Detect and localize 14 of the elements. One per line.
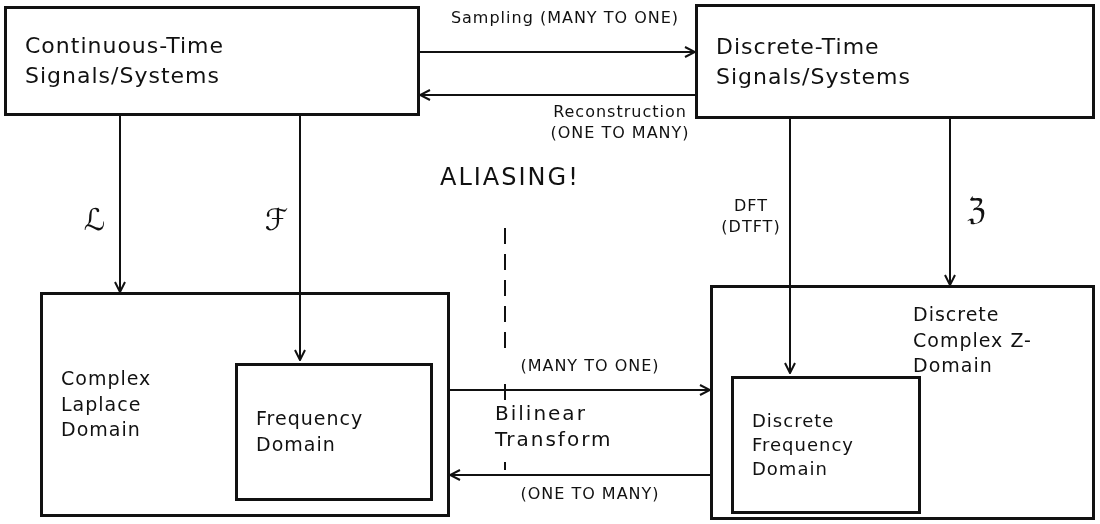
process-box <box>235 363 433 501</box>
process-box <box>695 4 1095 119</box>
arrow <box>419 89 696 101</box>
process-box <box>4 6 420 116</box>
arrow <box>419 46 696 58</box>
arrow <box>294 115 306 361</box>
process-box <box>731 376 921 514</box>
process-box <box>710 285 1095 520</box>
arrow <box>944 118 956 286</box>
arrow <box>449 469 711 481</box>
process-box <box>40 292 450 517</box>
arrow <box>784 118 796 374</box>
arrow <box>449 384 711 396</box>
arrow <box>114 115 126 293</box>
